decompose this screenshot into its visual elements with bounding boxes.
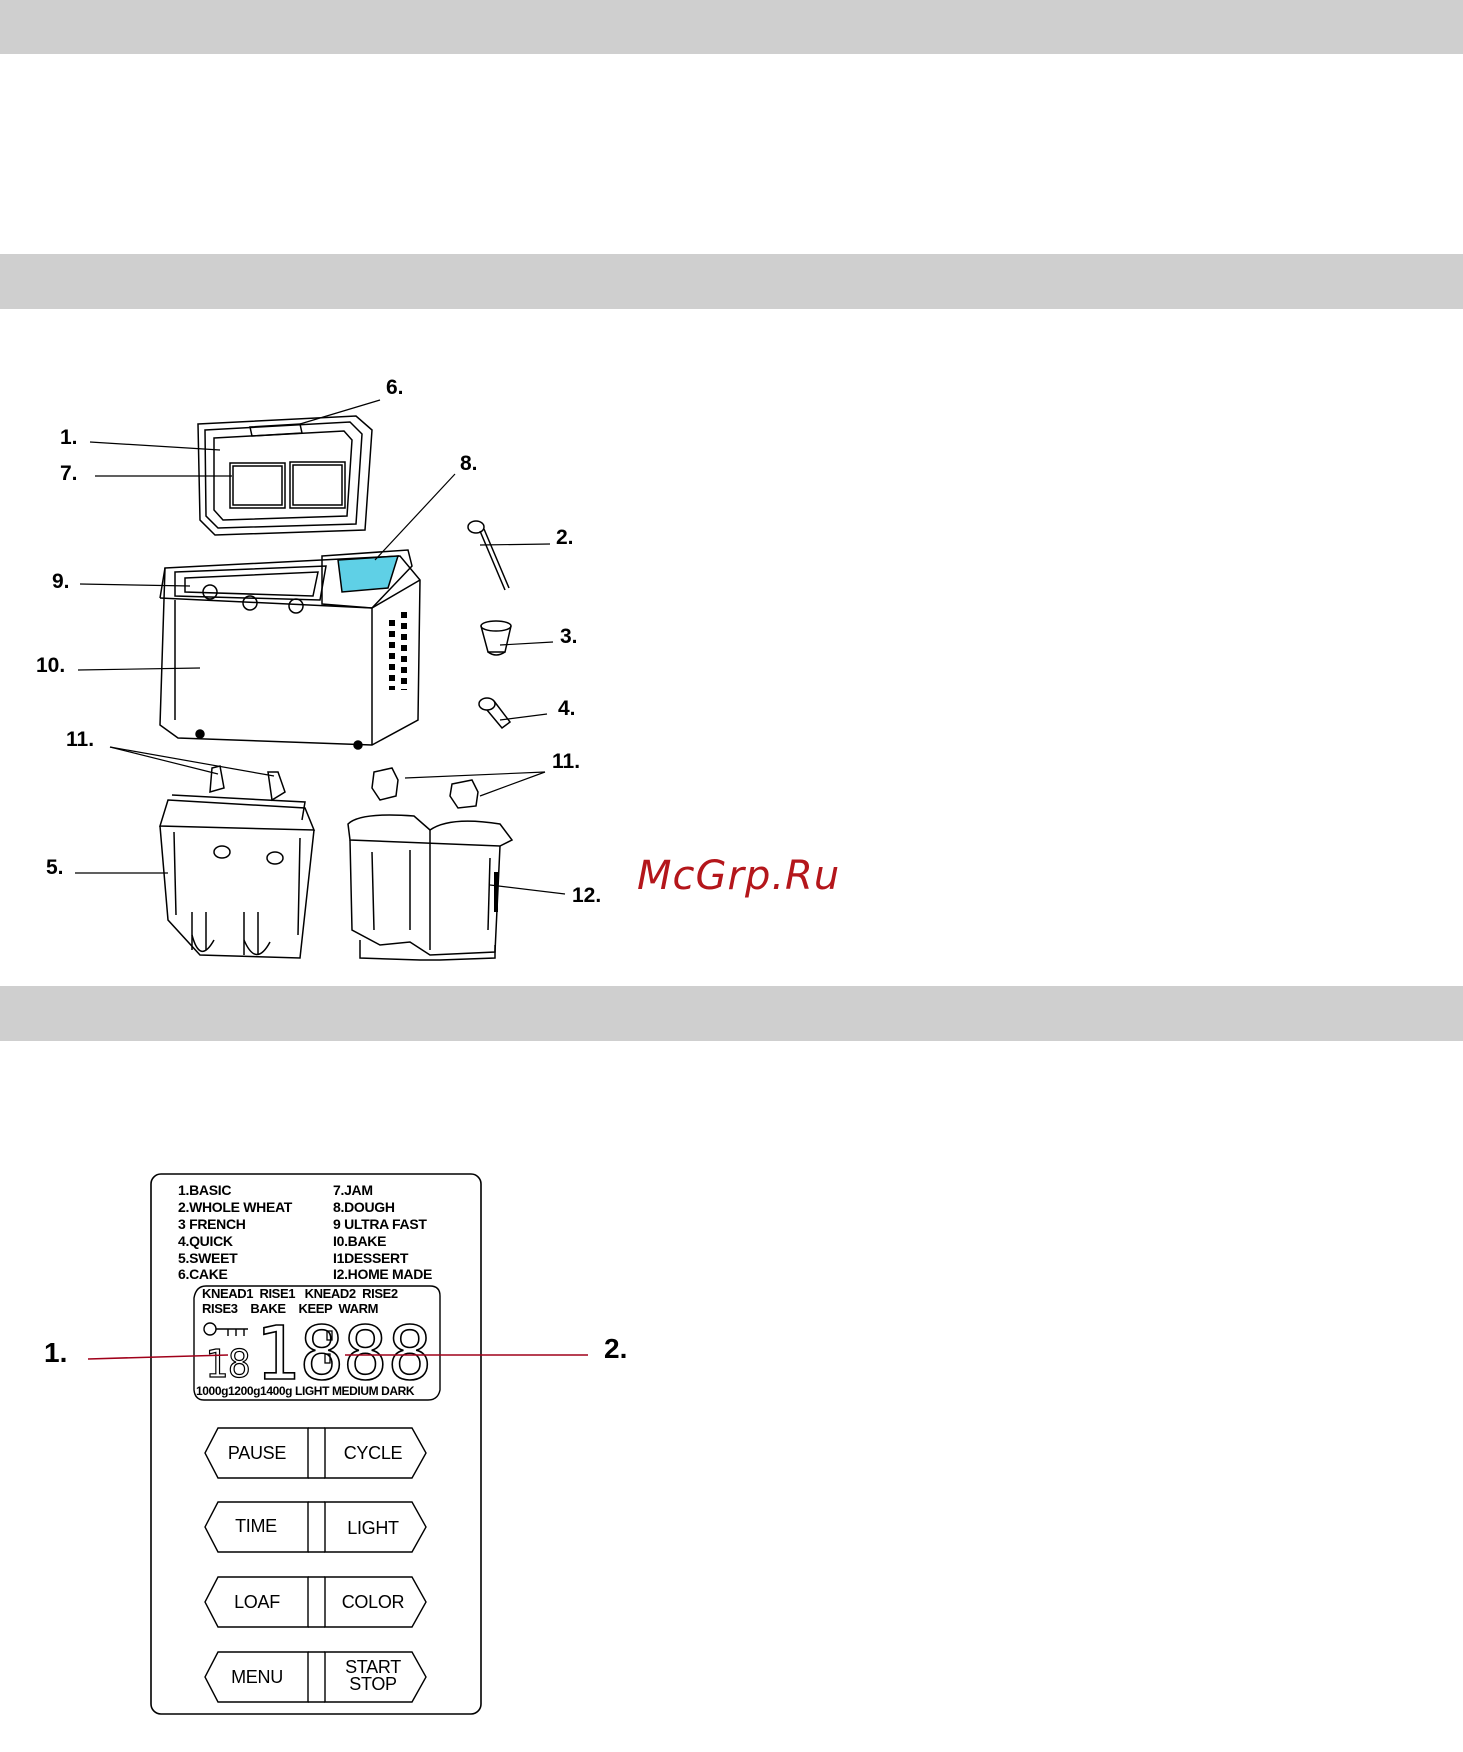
menu-label: MENU — [231, 1667, 283, 1687]
light-label: LIGHT — [347, 1518, 399, 1538]
pause-label: PAUSE — [228, 1443, 286, 1463]
program-number-display: 18 — [205, 1342, 251, 1386]
key-icon — [203, 1322, 248, 1336]
loaf-size-color-indicators: 1000g1200g1400g LIGHT MEDIUM DARK — [196, 1384, 415, 1398]
double-pan — [347, 814, 514, 961]
callout-11-right: 11. — [552, 750, 580, 773]
button-row-3: LOAF COLOR — [204, 1576, 427, 1628]
control-panel: 1.BASIC 2.WHOLE WHEAT 3 FRENCH 4.QUICK 5… — [44, 1173, 627, 1715]
program-item: I1DESSERT — [333, 1250, 409, 1266]
start-label: START — [345, 1657, 401, 1677]
callout-1: 1. — [60, 426, 78, 449]
button-row-4: MENU START STOP — [204, 1651, 427, 1703]
header-band-1 — [0, 0, 1463, 54]
program-item: 5.SWEET — [178, 1250, 238, 1266]
program-item: 2.WHOLE WHEAT — [178, 1199, 293, 1215]
program-item: 3 FRENCH — [178, 1216, 246, 1232]
callout-3: 3. — [560, 625, 578, 648]
callout-10: 10. — [36, 654, 65, 677]
button-row-1: PAUSE CYCLE — [204, 1427, 427, 1479]
callout-2: 2. — [556, 526, 574, 549]
program-item: 9 ULTRA FAST — [333, 1216, 427, 1232]
callout-5: 5. — [46, 856, 64, 879]
lid — [197, 415, 373, 536]
program-list-right: 7.JAM 8.DOUGH 9 ULTRA FAST I0.BAKE I1DES… — [333, 1182, 432, 1282]
machine-body — [159, 549, 421, 750]
callout-display-2: 2. — [604, 1333, 627, 1364]
loaf-label: LOAF — [234, 1592, 280, 1612]
program-item: 6.CAKE — [178, 1266, 228, 1282]
header-band-3 — [0, 986, 1463, 1041]
colon-icon — [324, 1330, 333, 1364]
callout-8: 8. — [460, 452, 478, 475]
callout-7: 7. — [60, 462, 78, 485]
hook-tool — [478, 697, 512, 730]
callout-11-left: 11. — [66, 728, 94, 751]
time-button[interactable] — [204, 1501, 309, 1553]
panel-callouts: 1. 2. — [44, 1333, 627, 1368]
program-item: 7.JAM — [333, 1182, 373, 1198]
stage-indicators-row1: KNEAD1 RISE1 KNEAD2 RISE2 — [202, 1286, 398, 1301]
stop-label: STOP — [349, 1674, 397, 1694]
header-band-2 — [0, 254, 1463, 309]
callout-6: 6. — [386, 376, 404, 399]
callout-12: 12. — [572, 884, 601, 907]
cycle-label: CYCLE — [344, 1443, 403, 1463]
menu-button[interactable] — [204, 1651, 309, 1703]
button-row-2: TIME LIGHT — [204, 1501, 427, 1553]
program-item: 4.QUICK — [178, 1233, 233, 1249]
leader-lines — [75, 399, 566, 895]
start-stop-button[interactable] — [324, 1651, 427, 1703]
watermark-text: McGrp.Ru — [637, 853, 840, 899]
measuring-spoon — [467, 520, 510, 591]
program-item: I0.BAKE — [333, 1233, 386, 1249]
cycle-button[interactable] — [324, 1427, 427, 1479]
measuring-cup — [480, 620, 512, 656]
pause-button[interactable] — [204, 1427, 309, 1479]
lcd-display: KNEAD1 RISE1 KNEAD2 RISE2 RISE3 BAKE KEE… — [193, 1285, 441, 1401]
callout-9: 9. — [52, 570, 70, 593]
loaf-button[interactable] — [204, 1576, 309, 1628]
callout-display-1: 1. — [44, 1337, 67, 1368]
figure1-callouts: 1. 7. 6. 8. 9. 10. 2. 3. 4. 11. 11. 5. 1… — [36, 376, 601, 907]
time-label: TIME — [235, 1516, 277, 1536]
kneading-paddles-right — [371, 767, 479, 809]
program-item: 1.BASIC — [178, 1182, 231, 1198]
stage-indicators-row2: RISE3 BAKE KEEP WARM — [202, 1301, 378, 1316]
callout-4: 4. — [558, 697, 576, 720]
single-pan — [158, 794, 316, 959]
program-item: I2.HOME MADE — [333, 1266, 432, 1282]
color-button[interactable] — [324, 1576, 427, 1628]
time-minutes-display: 88 — [343, 1311, 432, 1397]
program-item: 8.DOUGH — [333, 1199, 395, 1215]
light-button[interactable] — [324, 1501, 427, 1553]
program-list-left: 1.BASIC 2.WHOLE WHEAT 3 FRENCH 4.QUICK 5… — [178, 1182, 293, 1282]
color-label: COLOR — [342, 1592, 405, 1612]
bread-maker-figure — [75, 399, 566, 961]
